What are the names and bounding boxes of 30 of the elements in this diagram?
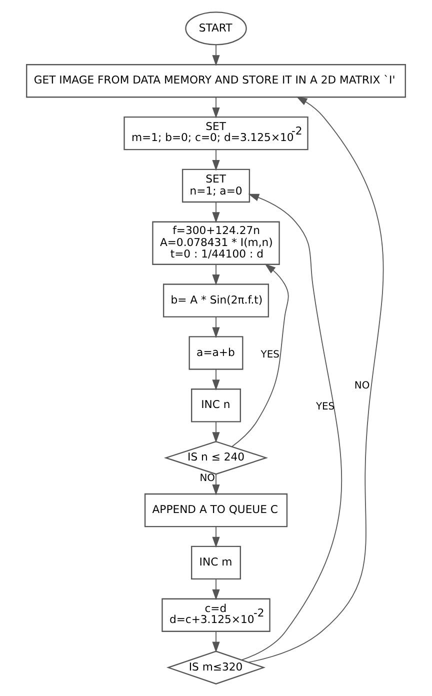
node-diamond: IS n ≤ 240 xyxy=(164,440,268,475)
arrow xyxy=(212,264,220,286)
node-box: INC n xyxy=(191,388,241,422)
node-box: APPEND A TO QUEUE C xyxy=(144,493,288,528)
node-box: SET n=1; a=0 xyxy=(182,168,250,203)
arrow xyxy=(212,526,220,548)
node-box: f=300+124.27n A=0.078431 * I(m,n) t=0 : 1/44100 : d xyxy=(152,221,280,265)
arrow xyxy=(212,96,220,118)
node-box: GET IMAGE FROM DATA MEMORY AND STORE IT IN A 2D MATRIX `I' xyxy=(26,64,406,98)
arrow xyxy=(212,368,220,390)
arrow xyxy=(232,264,289,448)
arrow xyxy=(212,474,220,496)
edge-label: NO xyxy=(354,380,370,392)
arrow xyxy=(212,578,220,600)
arrow xyxy=(212,149,220,171)
node-ellipse: START xyxy=(185,12,247,46)
arrow xyxy=(212,44,220,66)
arrow xyxy=(212,316,220,338)
arrow xyxy=(248,96,384,663)
node-diamond: IS m≤320 xyxy=(166,650,266,684)
node-box: a=a+b xyxy=(188,336,244,370)
arrow xyxy=(212,202,220,223)
edge-label: NO xyxy=(200,473,215,484)
arrow xyxy=(212,421,220,443)
edge-label: YES xyxy=(260,350,280,361)
node-box: INC m xyxy=(191,546,241,580)
node-box: b= A * Sin(2π.f.t) xyxy=(162,284,270,318)
edge-label: YES xyxy=(316,401,335,412)
arrow xyxy=(241,194,342,660)
arrow xyxy=(212,631,220,653)
